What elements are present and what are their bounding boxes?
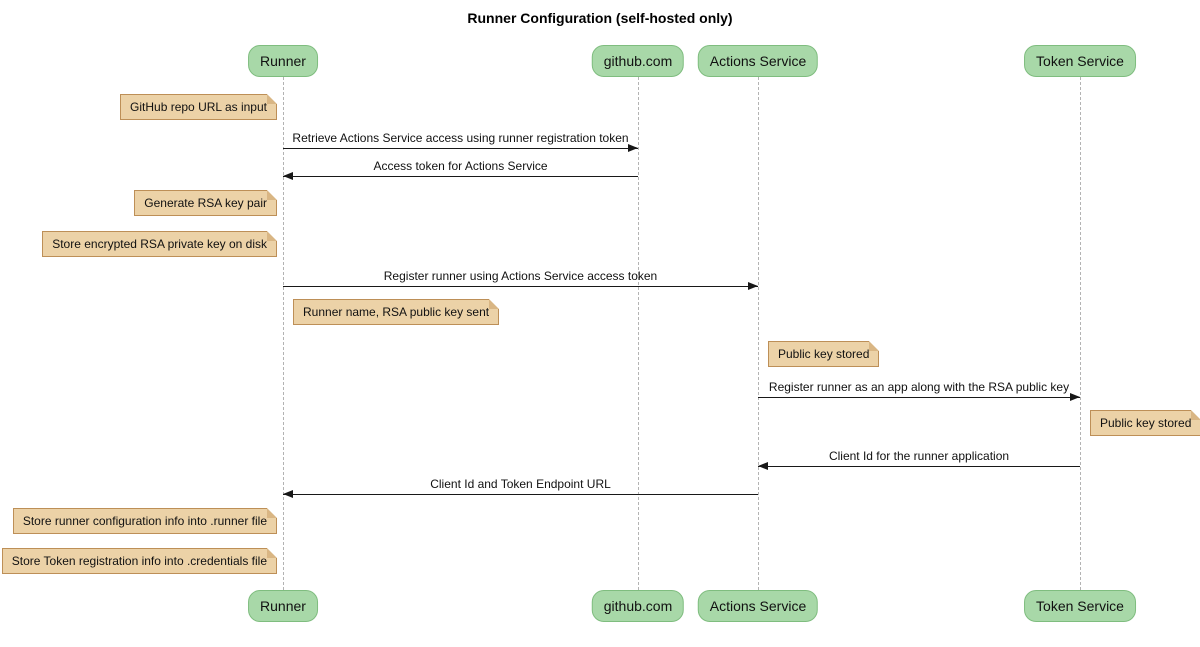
diagram-title: Runner Configuration (self-hosted only) xyxy=(467,10,733,26)
arrowhead-icon xyxy=(1070,393,1080,401)
arrowhead-icon xyxy=(628,144,638,152)
note: GitHub repo URL as input xyxy=(120,94,277,120)
arrowhead-icon xyxy=(758,462,768,470)
note: Store encrypted RSA private key on disk xyxy=(42,231,277,257)
lifeline-actions xyxy=(758,77,759,590)
participant-bottom-github: github.com xyxy=(591,590,685,622)
message-label: Access token for Actions Service xyxy=(373,159,548,173)
message-line xyxy=(283,148,638,149)
participant-bottom-actions: Actions Service xyxy=(697,590,819,622)
note: Generate RSA key pair xyxy=(134,190,277,216)
participant-top-github: github.com xyxy=(591,45,685,77)
note: Store runner configuration info into .ru… xyxy=(12,508,278,534)
note: Public key stored xyxy=(768,341,880,367)
note: Public key stored xyxy=(1090,410,1200,436)
participant-top-token: Token Service xyxy=(1024,45,1136,77)
lifeline-runner xyxy=(283,77,284,590)
message-label: Client Id and Token Endpoint URL xyxy=(430,477,611,491)
message-line xyxy=(283,494,758,495)
participant-top-runner: Runner xyxy=(248,45,318,77)
arrowhead-icon xyxy=(748,282,758,290)
participant-bottom-token: Token Service xyxy=(1024,590,1136,622)
message-line xyxy=(283,176,638,177)
message-label: Register runner using Actions Service ac… xyxy=(383,269,658,283)
lifeline-token xyxy=(1080,77,1081,590)
participant-bottom-runner: Runner xyxy=(248,590,318,622)
message-label: Register runner as an app along with the… xyxy=(768,380,1070,394)
message-label: Retrieve Actions Service access using ru… xyxy=(292,131,629,145)
message-label: Client Id for the runner application xyxy=(828,449,1010,463)
arrowhead-icon xyxy=(283,490,293,498)
note: Runner name, RSA public key sent xyxy=(293,299,500,325)
message-line xyxy=(758,466,1080,467)
message-line xyxy=(283,286,758,287)
arrowhead-icon xyxy=(283,172,293,180)
participant-top-actions: Actions Service xyxy=(697,45,819,77)
note: Store Token registration info into .cred… xyxy=(1,548,278,574)
lifeline-github xyxy=(638,77,639,590)
message-line xyxy=(758,397,1080,398)
